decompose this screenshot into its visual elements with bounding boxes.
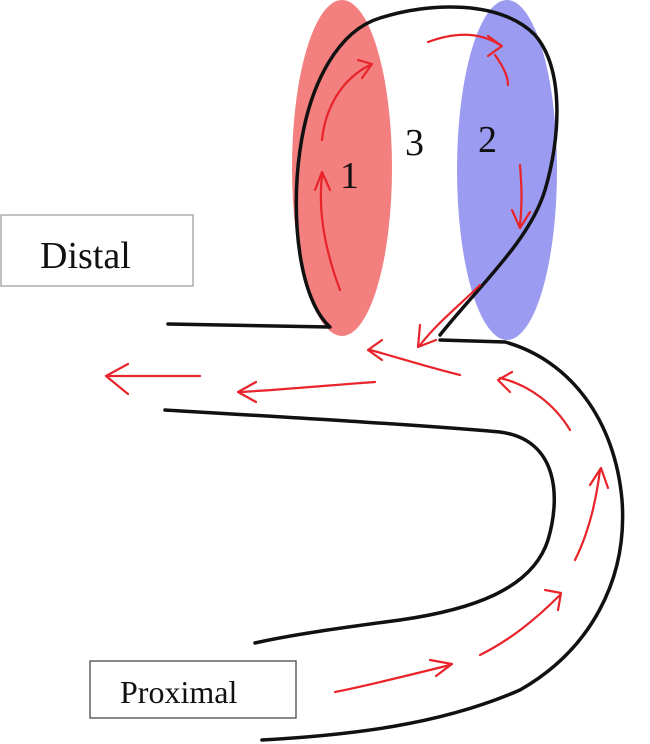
region-2-ellipse (457, 0, 557, 340)
proximal-label: Proximal (120, 674, 237, 710)
flow-arrow-head (543, 588, 563, 612)
distal-upper-wall (166, 5, 559, 337)
flow-arrow-head (104, 362, 130, 396)
distal-label: Distal (40, 235, 131, 277)
outer-wall (260, 338, 625, 742)
flow-arrow (320, 63, 372, 142)
inner-wall (163, 408, 557, 645)
flow-arrow-head (588, 466, 610, 490)
flow-arrows (104, 33, 610, 694)
region-3-label: 3 (405, 122, 424, 164)
region-2-label: 2 (478, 119, 497, 161)
flow-arrow-head (366, 338, 384, 362)
region-1-label: 1 (340, 155, 359, 197)
flow-arrow (498, 376, 572, 432)
flow-arrow (333, 663, 452, 694)
flow-arrow (478, 593, 562, 657)
distal-label-box (0, 214, 194, 287)
flow-arrow (319, 173, 342, 292)
proximal-label-box (89, 660, 297, 719)
flow-arrow-head (313, 170, 332, 192)
bowel-wall-outline (163, 5, 625, 742)
flow-arrow-head (236, 380, 258, 404)
flow-arrow (493, 53, 510, 87)
flow-arrow-head (510, 208, 532, 230)
flow-arrow (573, 468, 602, 562)
flow-arrow-head (428, 658, 454, 678)
flow-arrow (238, 380, 377, 394)
flow-arrow (368, 348, 462, 377)
flow-arrow-head (416, 323, 438, 349)
flow-arrow (518, 163, 523, 227)
flow-arrow-head (496, 370, 514, 394)
flow-arrow (418, 283, 482, 347)
flow-arrow-head (356, 58, 374, 80)
flow-arrow-head (486, 34, 504, 58)
